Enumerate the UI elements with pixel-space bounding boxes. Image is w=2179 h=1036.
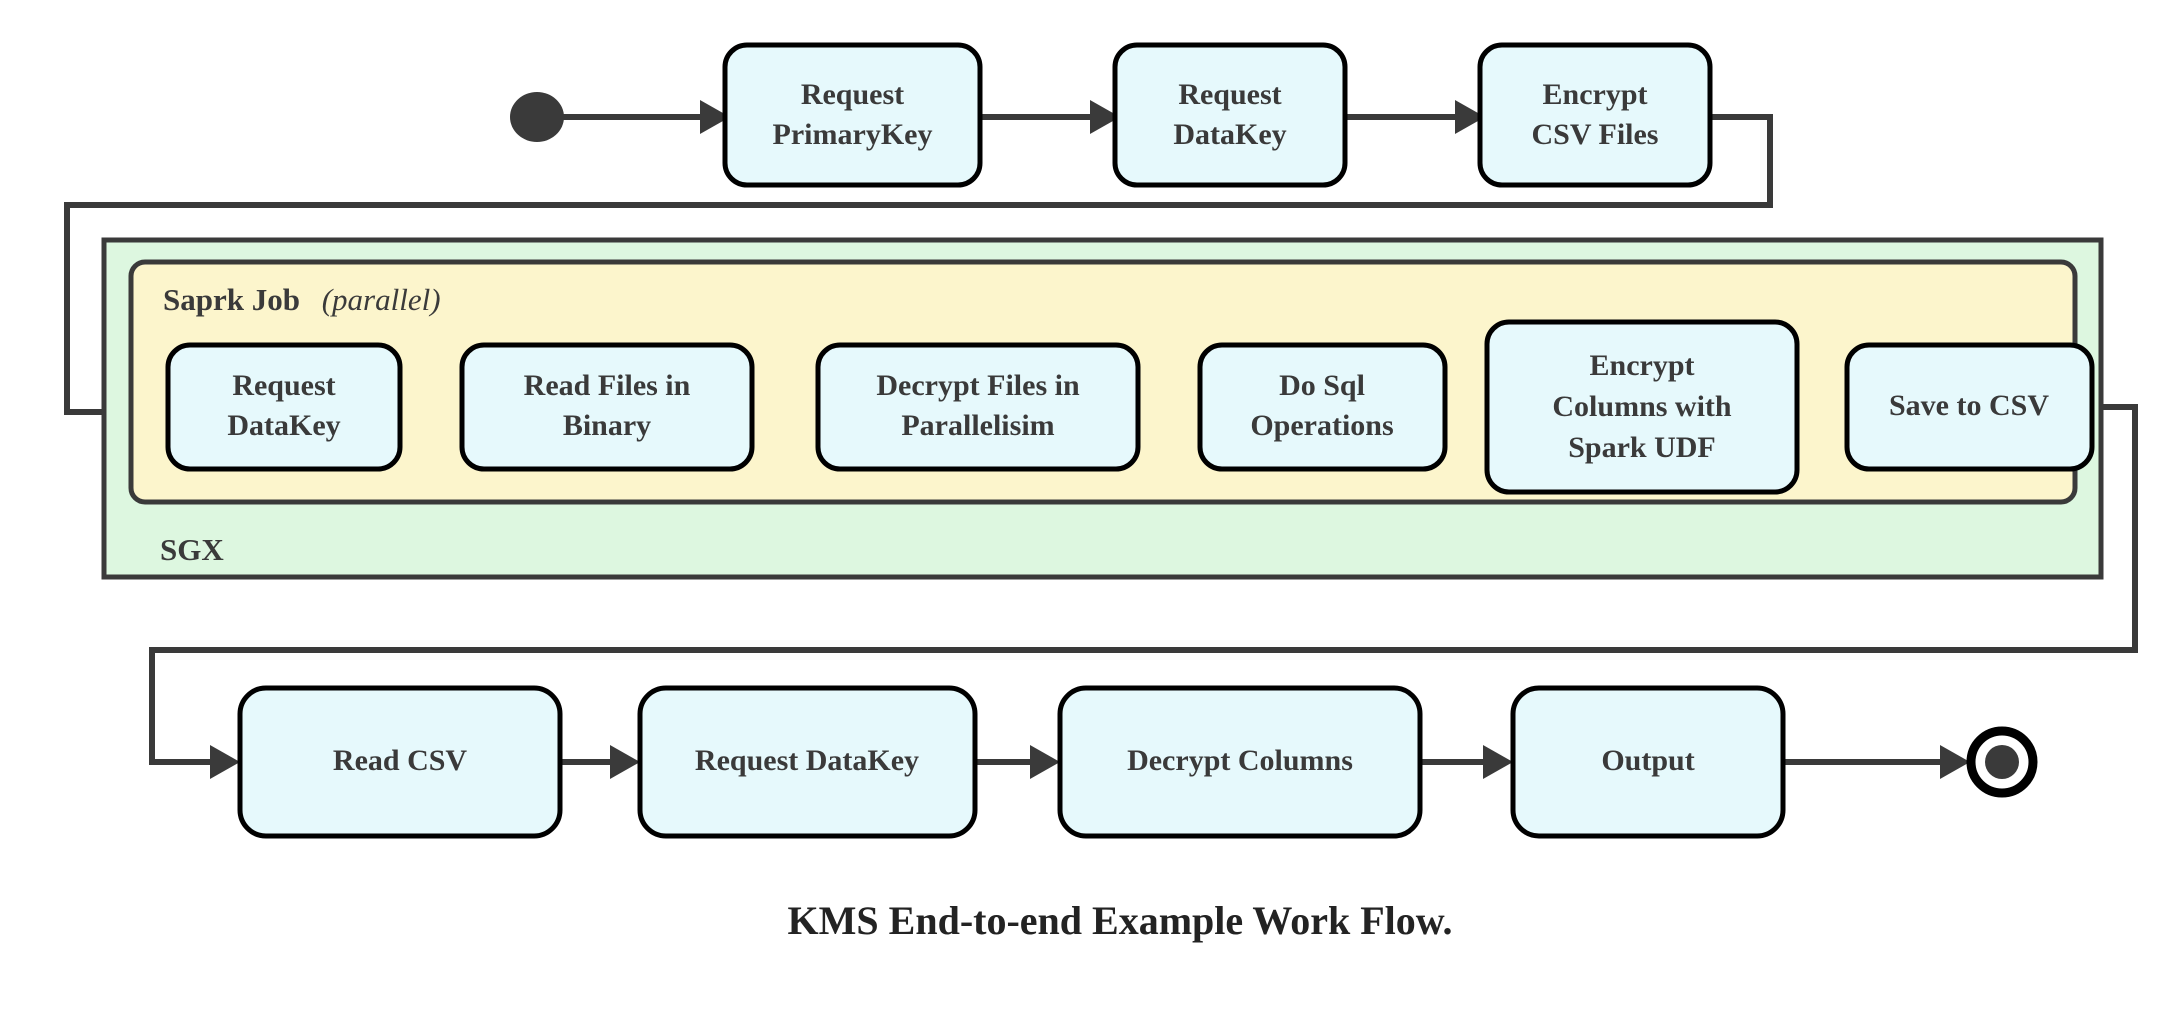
node-request-primarykey-rect[interactable]	[722, 42, 983, 188]
node-do-sql-operations-label-line1: Do Sql	[1279, 369, 1365, 402]
node-decrypt-columns-rect[interactable]	[1057, 685, 1423, 839]
end-node	[1966, 726, 2038, 798]
connector-start-to-request-primarykey	[561, 100, 730, 134]
node-request-primarykey[interactable]: Request PrimaryKey	[722, 42, 983, 188]
node-read-csv-rect[interactable]	[237, 685, 563, 839]
node-save-to-csv-rect[interactable]	[1844, 342, 2095, 472]
node-decrypt-columns[interactable]: Decrypt Columns	[1057, 685, 1423, 839]
node-request-datakey-mid[interactable]: Request DataKey	[165, 342, 403, 472]
node-request-primarykey-label-line2: PrimaryKey	[773, 118, 933, 151]
node-encrypt-csv-files-label-line1: Encrypt	[1543, 78, 1648, 111]
node-decrypt-columns-label: Decrypt Columns	[1127, 744, 1353, 777]
node-encrypt-columns-label-line3: Spark UDF	[1568, 431, 1716, 464]
spark-job-modifier: (parallel)	[322, 282, 441, 317]
node-output-rect[interactable]	[1510, 685, 1786, 839]
node-do-sql-operations-rect[interactable]	[1197, 342, 1448, 472]
node-do-sql-operations-label-line2: Operations	[1250, 409, 1393, 442]
end-node-inner-dot	[1985, 745, 2019, 779]
node-decrypt-files-label-line1: Decrypt Files in	[876, 369, 1080, 402]
node-decrypt-files-in-parallelisim-rect[interactable]	[815, 342, 1141, 472]
connector-request-datakey-to-decrypt-columns	[975, 745, 1060, 779]
node-request-datakey-mid-label-line2: DataKey	[227, 409, 340, 442]
spark-job-container-label: Saprk Job (parallel)	[163, 282, 441, 317]
node-decrypt-files-label-line2: Parallelisim	[901, 409, 1054, 442]
node-save-to-csv[interactable]: Save to CSV	[1844, 342, 2095, 472]
node-request-datakey-bottom-label: Request DataKey	[695, 744, 919, 777]
connector-output-to-end	[1783, 745, 1970, 779]
connector-datakey-to-encrypt-csv	[1345, 100, 1485, 134]
node-encrypt-columns-label-line2: Columns with	[1552, 390, 1732, 423]
node-read-files-in-binary-label-line2: Binary	[563, 409, 651, 442]
node-encrypt-csv-files[interactable]: Encrypt CSV Files	[1477, 42, 1713, 188]
node-encrypt-csv-files-label-line2: CSV Files	[1532, 118, 1659, 151]
node-request-primarykey-label-line1: Request	[801, 78, 904, 111]
node-save-to-csv-label: Save to CSV	[1889, 389, 2049, 422]
connector-primarykey-to-datakey	[980, 100, 1120, 134]
node-read-csv[interactable]: Read CSV	[237, 685, 563, 839]
node-read-files-in-binary[interactable]: Read Files in Binary	[459, 342, 755, 472]
start-node-circle	[510, 92, 564, 142]
connector-save-csv-to-read-csv	[149, 404, 2138, 779]
node-encrypt-csv-files-rect[interactable]	[1477, 42, 1713, 188]
node-request-datakey-mid-rect[interactable]	[165, 342, 403, 472]
node-request-datakey-bottom[interactable]: Request DataKey	[637, 685, 978, 839]
node-read-csv-label: Read CSV	[333, 744, 468, 777]
node-do-sql-operations[interactable]: Do Sql Operations	[1197, 342, 1448, 472]
connector-read-csv-to-request-datakey	[560, 745, 640, 779]
node-request-datakey-top-rect[interactable]	[1112, 42, 1348, 188]
node-request-datakey-bottom-rect[interactable]	[637, 685, 978, 839]
node-request-datakey-top[interactable]: Request DataKey	[1112, 42, 1348, 188]
node-encrypt-columns-rect[interactable]	[1484, 319, 1800, 495]
diagram-caption: KMS End-to-end Example Work Flow.	[788, 898, 1453, 943]
sgx-container-label: SGX	[160, 532, 224, 567]
node-output-label: Output	[1601, 744, 1694, 777]
node-request-datakey-mid-label-line1: Request	[232, 369, 335, 402]
node-encrypt-columns-label-line1: Encrypt	[1590, 349, 1695, 382]
node-read-files-in-binary-rect[interactable]	[459, 342, 755, 472]
node-request-datakey-top-label-line2: DataKey	[1173, 118, 1286, 151]
start-node	[510, 92, 564, 142]
spark-job-title: Saprk Job	[163, 282, 300, 317]
node-encrypt-columns-with-spark-udf[interactable]: Encrypt Columns with Spark UDF	[1484, 319, 1800, 495]
node-decrypt-files-in-parallelisim[interactable]: Decrypt Files in Parallelisim	[815, 342, 1141, 472]
connector-decrypt-columns-to-output	[1420, 745, 1513, 779]
node-request-datakey-top-label-line1: Request	[1178, 78, 1281, 111]
node-output[interactable]: Output	[1510, 685, 1786, 839]
node-read-files-in-binary-label-line1: Read Files in	[524, 369, 691, 402]
